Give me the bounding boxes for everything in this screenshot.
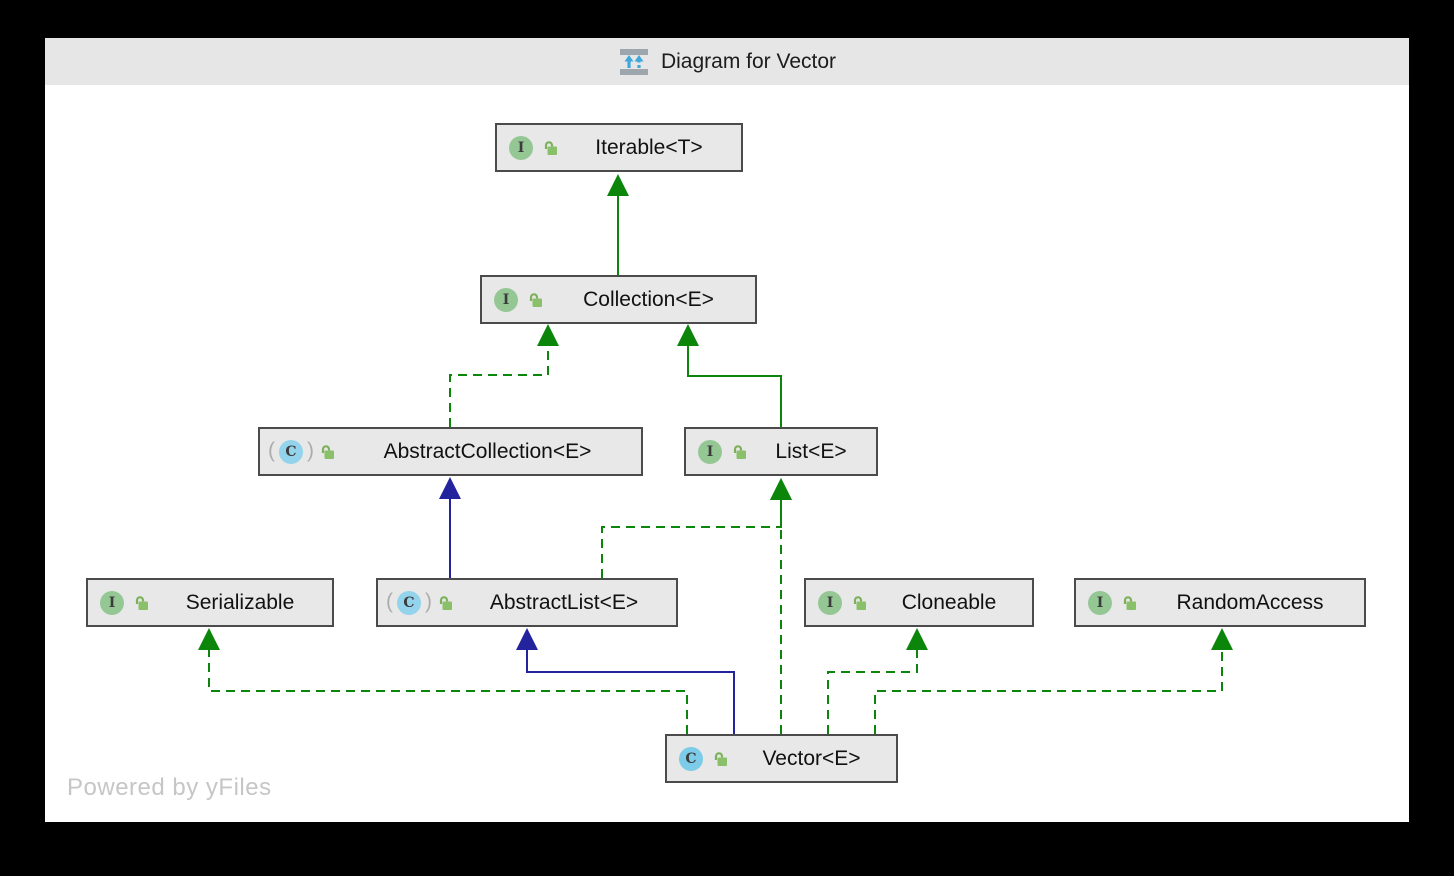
class-node-label: Cloneable [901, 590, 997, 614]
class-node-abstractlist[interactable]: ( C ) AbstractList<E> [376, 578, 678, 627]
class-node-label: Iterable<T> [595, 135, 703, 159]
class-node-cloneable[interactable]: I Cloneable [804, 578, 1034, 627]
class-node-label: Serializable [185, 590, 295, 614]
class-node-vector[interactable]: C Vector<E> [665, 734, 898, 783]
class-node-randomaccess[interactable]: I RandomAccess [1074, 578, 1366, 627]
interface-icon: I [494, 287, 518, 312]
class-node-list[interactable]: I List<E> [684, 427, 878, 476]
unlocked-icon [529, 293, 542, 307]
abstract-paren-close: ) [307, 438, 314, 462]
class-node-label: Collection<E> [583, 287, 714, 311]
diagram-title: Diagram for Vector [660, 49, 837, 73]
class-node-label: AbstractCollection<E> [383, 439, 592, 463]
abstract-class-icon: C [279, 439, 303, 464]
class-node-serializable[interactable]: I Serializable [86, 578, 334, 627]
class-node-abstractcollection[interactable]: ( C ) AbstractCollection<E> [258, 427, 643, 476]
class-node-collection[interactable]: I Collection<E> [480, 275, 757, 324]
unlocked-icon [1123, 596, 1136, 610]
unlocked-icon [853, 596, 866, 610]
hierarchic-layout-icon [619, 48, 648, 75]
unlocked-icon [439, 596, 452, 610]
class-node-label: AbstractList<E> [489, 590, 639, 614]
unlocked-icon [135, 596, 148, 610]
class-icon: C [679, 746, 703, 771]
unlocked-icon [714, 752, 727, 766]
interface-icon: I [100, 590, 124, 615]
interface-icon: I [698, 439, 722, 464]
class-node-label: Vector<E> [762, 746, 861, 770]
class-node-iterable[interactable]: I Iterable<T> [495, 123, 743, 172]
interface-icon: I [1088, 590, 1112, 615]
abstract-class-icon: C [397, 590, 421, 615]
class-node-label: RandomAccess [1176, 590, 1324, 614]
abstract-paren-close: ) [425, 589, 432, 613]
abstract-paren-open: ( [386, 589, 393, 613]
interface-icon: I [818, 590, 842, 615]
interface-icon: I [509, 135, 533, 160]
yfiles-watermark: Powered by yFiles [67, 774, 272, 801]
diagram-titlebar: Diagram for Vector [45, 38, 1409, 85]
unlocked-icon [321, 445, 334, 459]
unlocked-icon [733, 445, 746, 459]
unlocked-icon [544, 141, 557, 155]
class-node-label: List<E> [775, 439, 847, 463]
abstract-paren-open: ( [268, 438, 275, 462]
